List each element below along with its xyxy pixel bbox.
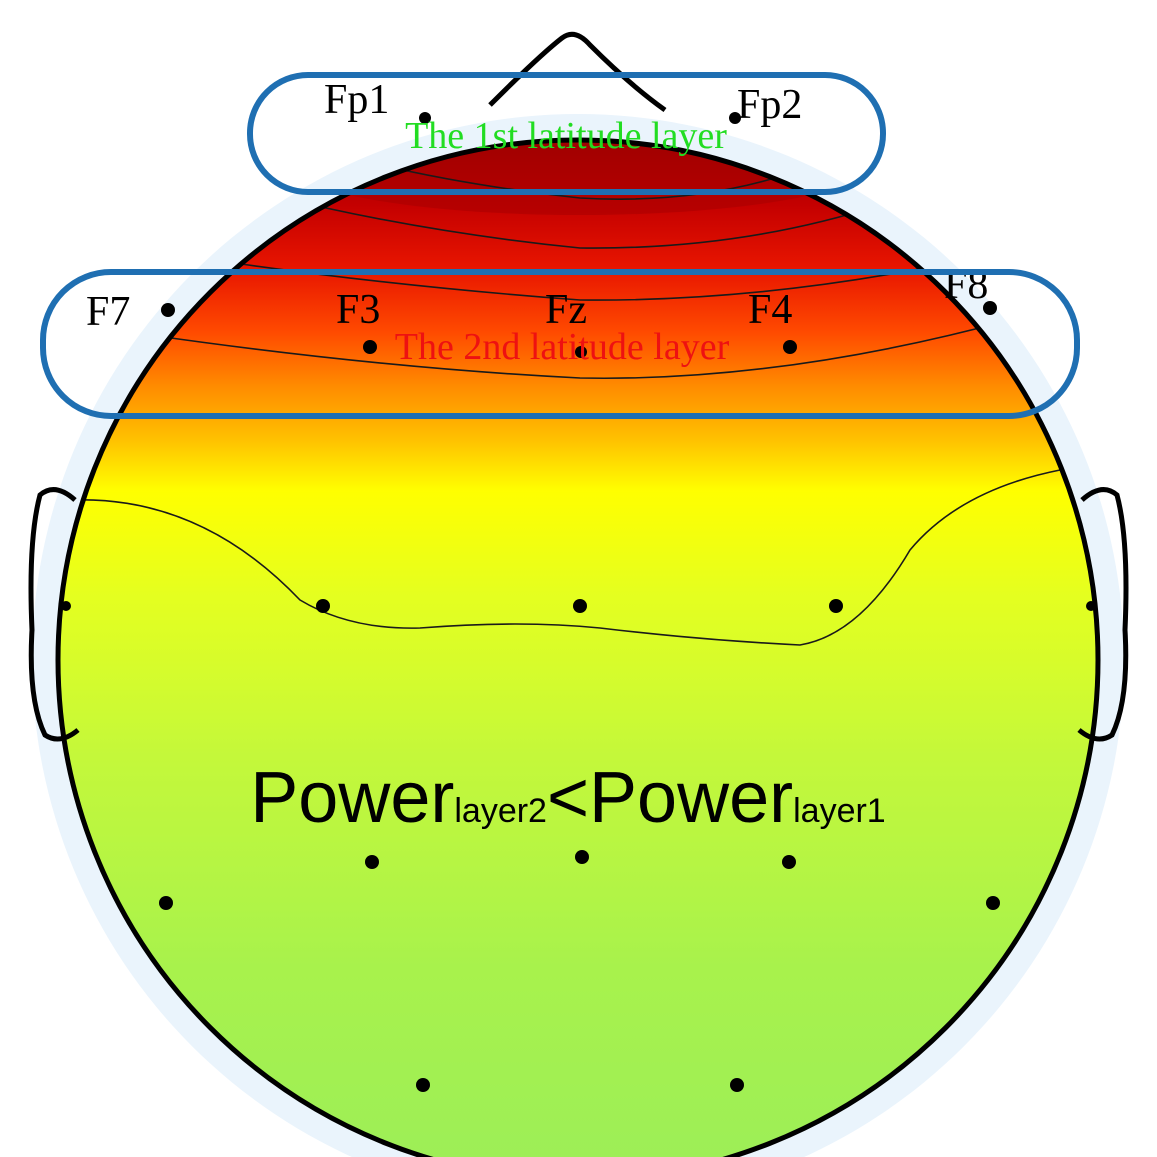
layer1-label: The 1st latitude layer (405, 115, 727, 157)
electrode-Fp2 (729, 112, 741, 124)
power-left-word: Power (250, 758, 454, 838)
electrode-T5 (159, 896, 173, 910)
contour-line (269, 194, 881, 249)
electrode-F3 (363, 340, 377, 354)
label-Fz: Fz (545, 287, 587, 333)
head-outline (55, 137, 1101, 1157)
label-F4: F4 (748, 287, 792, 333)
power-operator: < (547, 758, 589, 838)
electrode-F7 (161, 303, 175, 317)
electrode-T6 (986, 896, 1000, 910)
electrode-F8 (983, 301, 997, 315)
contour-line (149, 319, 1011, 380)
electrode-O2 (730, 1078, 744, 1092)
electrode-Fz (575, 346, 587, 358)
electrode-P3 (365, 855, 379, 869)
electrode-O1 (416, 1078, 430, 1092)
electrode-Cz (573, 599, 587, 613)
electrode-T4 (1086, 601, 1096, 611)
power-comparison: Powerlayer2<Powerlayer1 (250, 758, 885, 838)
power-right-word: Power (589, 758, 793, 838)
contour-line (69, 469, 1061, 646)
contour-line (359, 159, 801, 200)
left-ear (28, 487, 80, 742)
power-right-sub: layer1 (793, 792, 886, 830)
label-F8: F8 (944, 262, 988, 308)
right-ear (1077, 487, 1129, 742)
electrode-Pz (575, 850, 589, 864)
electrodes (61, 112, 1096, 1092)
layer2-outline (40, 269, 1080, 419)
electrode-labels: Fp1 Fp2 F7 F3 Fz F4 F8 (86, 77, 988, 335)
power-surface (58, 140, 1098, 1157)
electrode-C3 (316, 599, 330, 613)
electrode-P4 (782, 855, 796, 869)
electrode-F4 (783, 340, 797, 354)
electrode-Fp1 (419, 112, 431, 124)
label-F7: F7 (86, 289, 130, 335)
label-F3: F3 (336, 287, 380, 333)
electrode-T3 (61, 601, 71, 611)
layer1-outline (247, 72, 886, 195)
label-Fp2: Fp2 (737, 82, 802, 128)
layer2-label: The 2nd latitude layer (395, 326, 730, 368)
nose (488, 31, 667, 113)
label-Fp1: Fp1 (324, 77, 389, 123)
power-left-sub: layer2 (454, 792, 547, 830)
electrode-C4 (829, 599, 843, 613)
